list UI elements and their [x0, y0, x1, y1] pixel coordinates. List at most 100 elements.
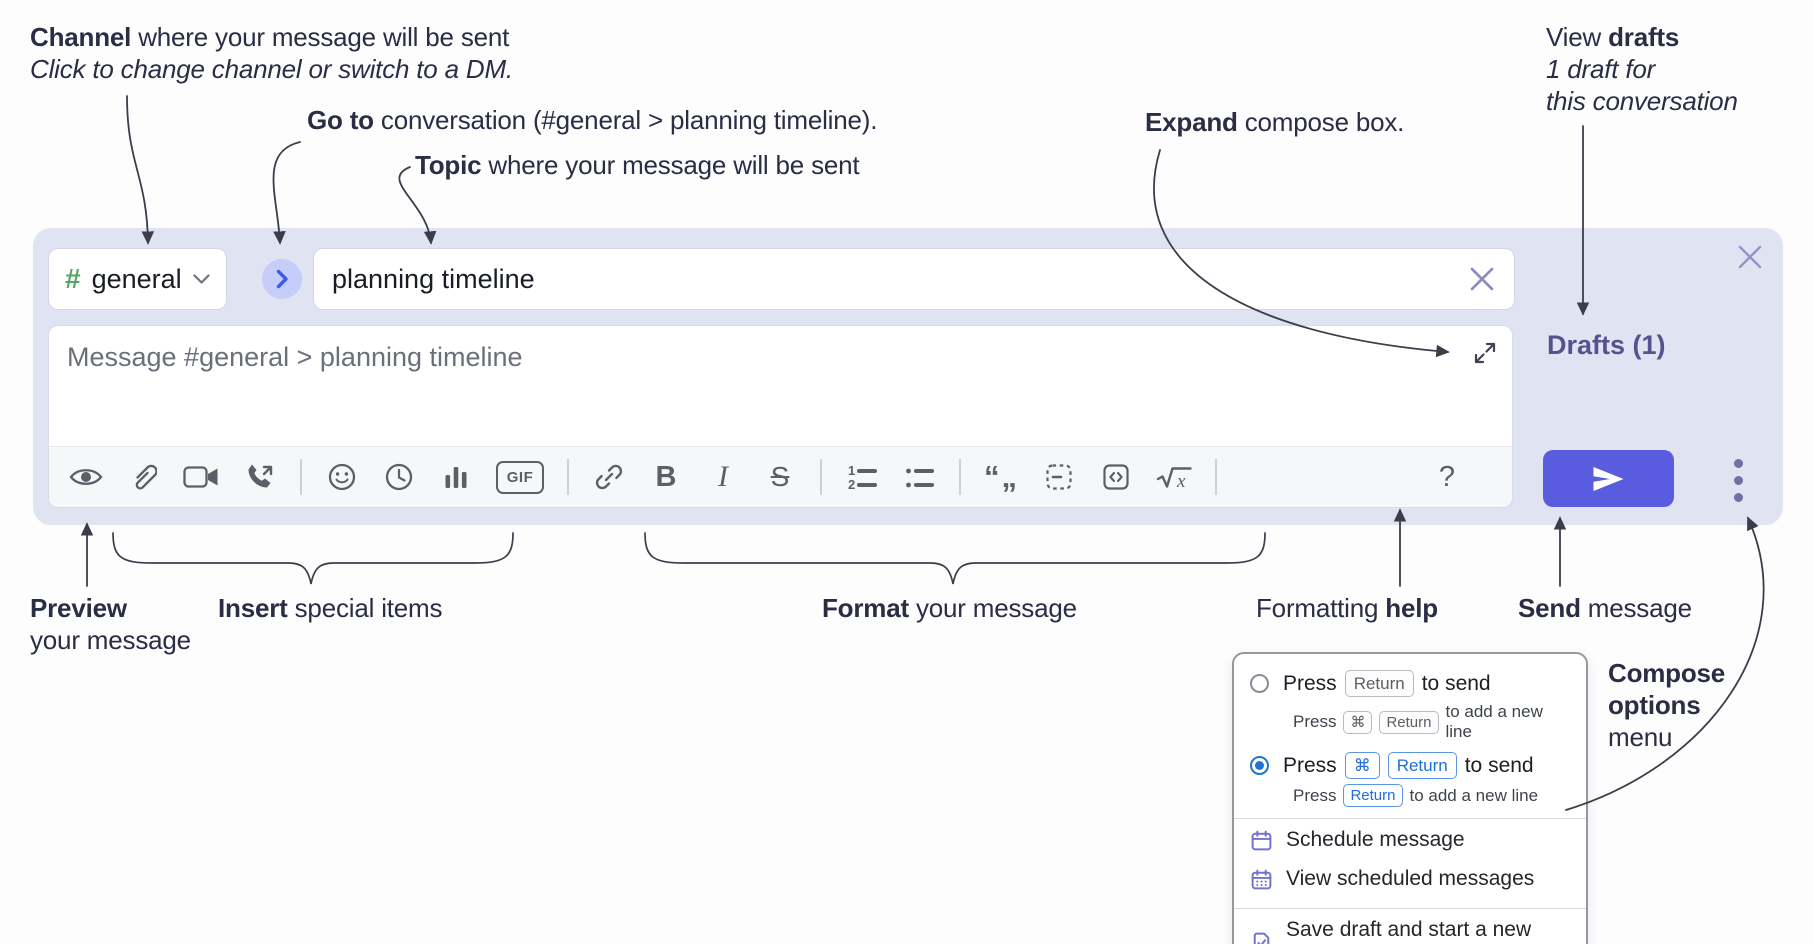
help-note-bold: help [1385, 593, 1438, 623]
link-icon [595, 464, 623, 490]
view-scheduled-messages-item[interactable]: View scheduled messages [1234, 861, 1586, 897]
calendar-dots-icon [1251, 869, 1272, 889]
sub-text: Press [1293, 712, 1337, 731]
expand-note: Expand compose box. [1145, 106, 1404, 138]
channel-hash-icon: # [65, 263, 81, 294]
code-block-button[interactable] [1042, 455, 1076, 499]
format-note-bold: Format [822, 593, 909, 623]
expand-compose-button[interactable] [1472, 340, 1498, 371]
channel-note: Channel where your message will be sent … [30, 21, 513, 85]
option-text: to send [1421, 671, 1491, 695]
send-note: Send message [1518, 592, 1692, 624]
dot [1734, 493, 1743, 502]
draft-check-icon [1253, 932, 1270, 944]
goto-note-rest: conversation (#general > planning timeli… [373, 105, 878, 135]
formatting-help-note: Formatting help [1256, 592, 1438, 624]
topic-input[interactable]: planning timeline [313, 248, 1515, 310]
compose-note-line3: menu [1608, 722, 1673, 752]
svg-text:x: x [1176, 471, 1186, 491]
italic-button[interactable]: I [718, 460, 728, 493]
link-button[interactable] [592, 455, 626, 499]
code-icon [1103, 464, 1129, 490]
topic-note: Topic where your message will be sent [415, 149, 860, 181]
emoji-smile-icon [328, 463, 356, 491]
svg-text:1: 1 [848, 463, 855, 478]
close-icon [1738, 245, 1762, 269]
message-input-panel[interactable]: Message #general > planning timeline [48, 325, 1513, 508]
compose-note-line1: Compose [1608, 658, 1726, 688]
compose-note-line2: options [1608, 690, 1701, 720]
eye-icon [69, 469, 103, 485]
blockquote-button[interactable]: “„ [984, 459, 1019, 494]
send-option-return-sub: Press ⌘ Return to add a new line [1234, 702, 1586, 742]
insert-note-rest: special items [287, 593, 443, 623]
channel-note-bold: Channel [30, 22, 132, 52]
goto-note: Go to conversation (#general > planning … [307, 104, 877, 136]
compose-box: # general planning timeline Message #gen… [33, 228, 1783, 525]
drafts-link[interactable]: Drafts (1) [1547, 330, 1666, 360]
menu-item-label: View scheduled messages [1286, 867, 1535, 890]
drafts-note-line2: 1 draft for [1546, 54, 1656, 84]
formatting-help-button[interactable]: ? [1438, 460, 1456, 493]
format-note: Format your message [822, 592, 1077, 624]
code-button[interactable] [1099, 455, 1133, 499]
radio-unselected[interactable] [1250, 674, 1269, 693]
gif-button[interactable]: GIF [496, 455, 544, 499]
go-to-conversation-button[interactable] [262, 259, 302, 299]
video-clip-button[interactable] [183, 455, 220, 499]
expand-note-bold: Expand [1145, 107, 1238, 137]
menu-item-label: Schedule message [1286, 828, 1465, 851]
strikethrough-button[interactable]: S [770, 461, 790, 492]
close-icon [1470, 267, 1494, 291]
cmd-keycap: ⌘ [1344, 752, 1380, 779]
audio-call-button[interactable] [243, 455, 277, 499]
topic-note-bold: Topic [415, 150, 482, 180]
send-button[interactable] [1543, 450, 1674, 507]
dot [1734, 476, 1743, 485]
goto-note-bold: Go to [307, 105, 374, 135]
send-option-return[interactable]: Press Return to send [1234, 670, 1586, 697]
clock-icon [385, 463, 413, 491]
toolbar-divider [820, 459, 822, 495]
drafts-note-line3: this conversation [1546, 86, 1738, 116]
send-note-rest: message [1580, 593, 1692, 623]
send-options-popup: Press Return to send Press ⌘ Return to a… [1232, 652, 1588, 944]
bullet-list-button[interactable] [902, 455, 936, 499]
clear-topic-button[interactable] [1468, 265, 1496, 293]
close-compose-button[interactable] [1735, 242, 1765, 272]
bold-button[interactable]: B [655, 460, 677, 493]
compose-options-button[interactable] [1734, 459, 1743, 502]
send-note-bold: Send [1518, 593, 1581, 623]
radio-selected[interactable] [1250, 756, 1269, 775]
topic-value: planning timeline [332, 263, 535, 294]
channel-name: general [91, 263, 182, 294]
formula-sqrt-icon: x [1156, 467, 1192, 491]
drafts-note-bold: drafts [1608, 22, 1680, 52]
preview-eye-button[interactable] [69, 455, 103, 499]
attach-file-button[interactable] [126, 455, 160, 499]
sub-text: to add a new line [1409, 785, 1539, 805]
channel-selector[interactable]: # general [48, 248, 227, 310]
recent-clock-button[interactable] [382, 455, 416, 499]
message-placeholder: Message #general > planning timeline [67, 342, 523, 372]
code-block-icon [1046, 464, 1072, 490]
schedule-message-item[interactable]: Schedule message [1234, 822, 1586, 858]
return-keycap: Return [1387, 752, 1457, 779]
preview-note-bold: Preview [30, 593, 127, 623]
preview-note-line2: your message [30, 625, 191, 655]
toolbar-divider [1215, 459, 1217, 495]
toolbar-divider [567, 459, 569, 495]
emoji-button[interactable] [325, 455, 359, 499]
return-keycap: Return [1343, 784, 1403, 807]
brace-format [644, 532, 1266, 585]
option-text: Press [1283, 753, 1337, 777]
expand-note-rest: compose box. [1237, 107, 1405, 137]
send-option-cmd-return[interactable]: Press ⌘ Return to send [1234, 752, 1586, 779]
save-draft-item[interactable]: Save draft and start a new message [1234, 912, 1586, 944]
formula-button[interactable]: x [1156, 455, 1192, 499]
poll-button[interactable] [439, 455, 473, 499]
option-text: to send [1464, 753, 1534, 777]
